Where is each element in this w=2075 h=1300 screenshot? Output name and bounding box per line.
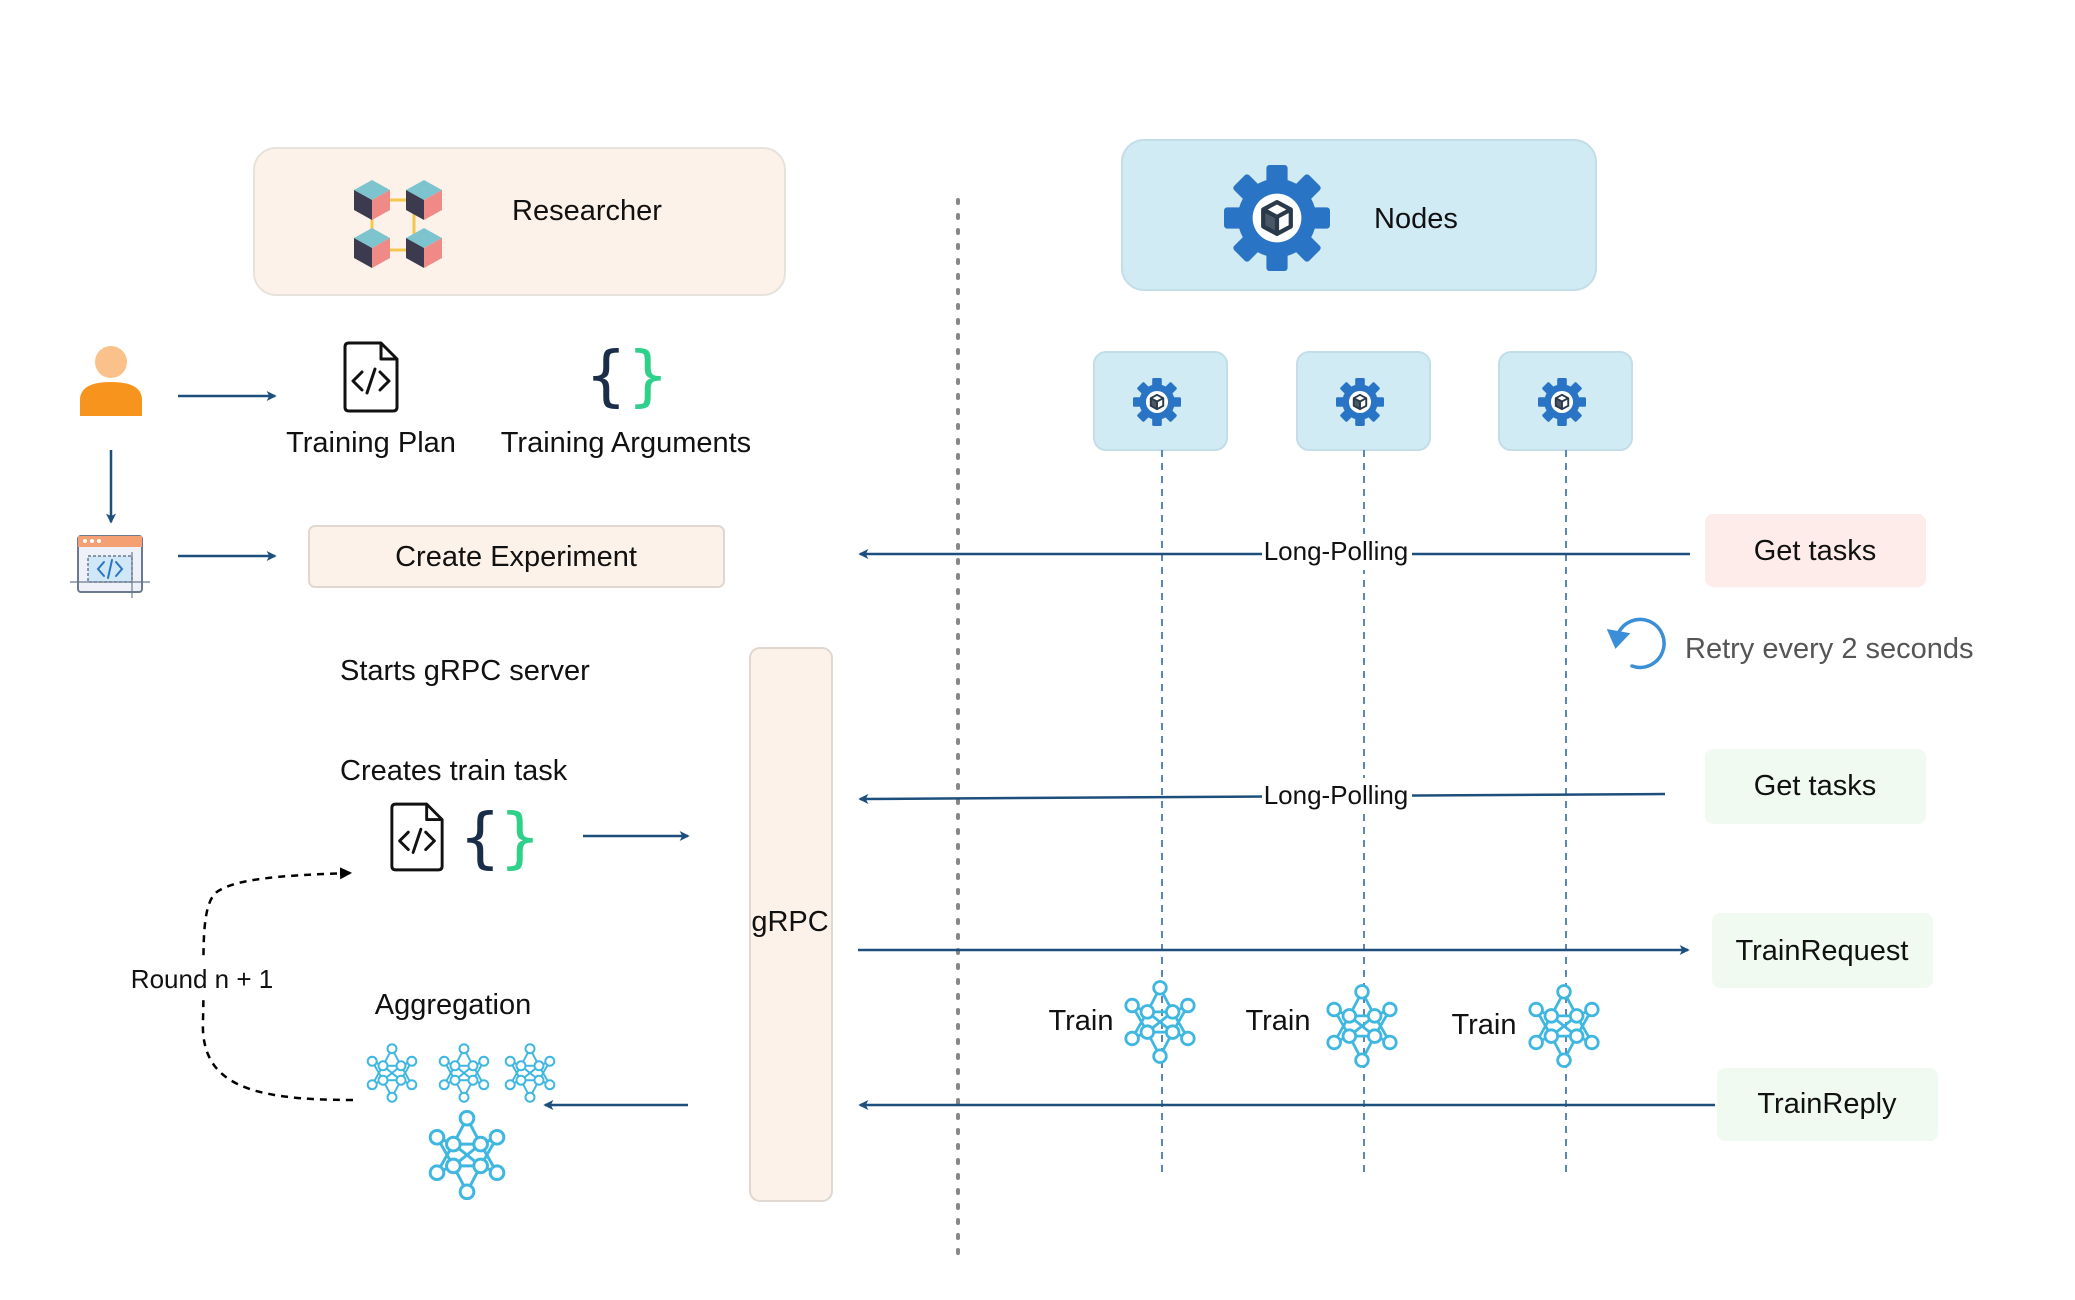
creates-train-task-label: Creates train task [340,755,568,787]
aggregation-global-network-icon [428,1110,506,1200]
grpc-label: gRPC [751,906,828,938]
train-reply-label: TrainReply [1757,1088,1897,1120]
person-icon [80,346,142,416]
train-task-brace-open-icon: { [459,799,501,876]
nodes-gear-icon [1224,165,1330,271]
aggregation-network-icon-2 [438,1043,490,1103]
nodes-box [1121,139,1597,291]
train-label-3: Train [1452,1009,1517,1041]
code-window-icon [70,535,150,598]
round-loop-arrow [201,867,354,1102]
training-arguments-brace-open-icon: { [585,337,627,414]
create-experiment-box [308,525,725,588]
grpc-bar [749,647,833,1202]
train-network-icon-3 [1528,984,1600,1068]
train-reply-box [1717,1068,1938,1141]
get-tasks-label-2: Get tasks [1754,770,1877,802]
node-gear-icon-3 [1538,378,1586,426]
nodes-title: Nodes [1374,203,1458,235]
long-polling-label-bg-2 [1262,778,1412,814]
aggregation-label: Aggregation [375,989,531,1021]
train-request-label: TrainRequest [1735,935,1908,967]
researcher-title: Researcher [512,195,662,227]
researcher-cubes-icon [354,180,442,268]
train-network-icon-2 [1326,984,1398,1068]
long-polling-label-bg-1 [1262,534,1412,570]
create-experiment-label: Create Experiment [395,541,637,573]
round-label-bg [122,960,282,998]
aggregation-network-icon-1 [366,1043,418,1103]
retry-icon [1606,617,1666,670]
train-request-box [1712,913,1933,988]
training-plan-label: Training Plan [286,427,456,459]
training-plan-icon [343,341,399,413]
node-gear-icon-1 [1133,378,1181,426]
train-task-plan-icon [390,802,444,872]
train-network-icon-1 [1124,980,1196,1064]
training-arguments-label: Training Arguments [501,427,751,459]
train-label-1: Train [1049,1005,1114,1037]
train-label-2: Train [1246,1005,1311,1037]
node-gear-icon-2 [1336,378,1384,426]
train-task-brace-close-icon: } [499,799,541,876]
get-tasks-box-2 [1705,749,1926,824]
long-polling-label-2: Long-Polling [1264,780,1409,810]
get-tasks-box-1 [1705,514,1926,587]
round-label: Round n + 1 [131,964,273,994]
retry-label: Retry every 2 seconds [1685,633,1974,665]
get-tasks-label-1: Get tasks [1754,535,1877,567]
starts-grpc-label: Starts gRPC server [340,655,590,687]
long-polling-label-1: Long-Polling [1264,536,1409,566]
training-arguments-brace-close-icon: } [627,337,669,414]
aggregation-network-icon-3 [504,1043,556,1103]
